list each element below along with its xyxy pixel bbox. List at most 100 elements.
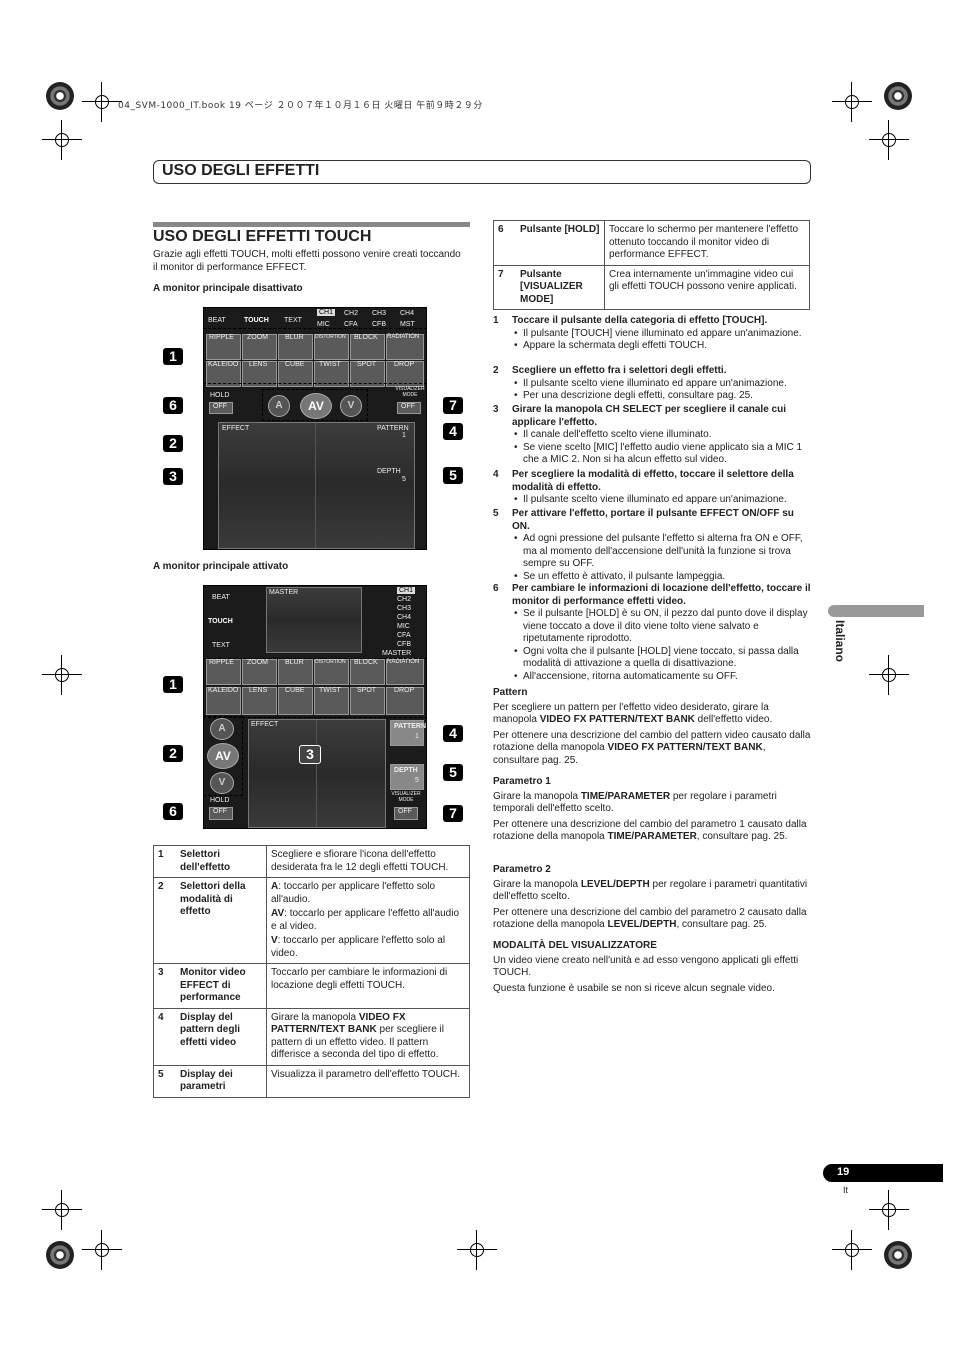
title-rule xyxy=(153,222,470,227)
channel-ch4[interactable]: CH4 xyxy=(400,310,415,317)
mode-touch[interactable]: TOUCH xyxy=(208,618,233,625)
channel-ch3[interactable]: CH3 xyxy=(372,310,387,317)
mode-text[interactable]: TEXT xyxy=(284,317,302,324)
channel-mic[interactable]: MIC xyxy=(397,623,410,630)
mode-a-button[interactable]: A xyxy=(268,395,290,417)
touch-screen-monitor-on: BEAT TOUCH TEXT MASTER CH1 CH2 CH3 CH4 M… xyxy=(203,585,427,829)
effect-lens[interactable]: LENS xyxy=(242,687,277,715)
controls-table-left: 1 Selettori dell'effetto Scegliere e sfi… xyxy=(153,845,470,1098)
crop-mark xyxy=(82,82,122,122)
effect-performance-monitor[interactable]: EFFECT xyxy=(248,719,386,828)
channel-ch1[interactable]: CH1 xyxy=(317,309,336,316)
visualizer-section: MODALITÀ DEL VISUALIZZATORE Un video vie… xyxy=(493,940,811,995)
effect-block[interactable]: BLOCK xyxy=(350,659,385,685)
mode-av-button[interactable]: AV xyxy=(207,743,239,769)
hold-label: HOLD xyxy=(210,392,230,399)
visualizer-mode-button[interactable]: OFF xyxy=(394,807,418,820)
section-title: USO DEGLI EFFETTI xyxy=(162,162,320,179)
channel-ch2[interactable]: CH2 xyxy=(397,596,412,603)
effect-twist[interactable]: TWIST xyxy=(314,687,349,715)
mode-a-button[interactable]: A xyxy=(210,718,234,740)
pattern-heading: Pattern xyxy=(493,687,528,698)
channel-mst[interactable]: MST xyxy=(400,321,415,328)
mode-v-button[interactable]: V xyxy=(210,772,234,794)
callout-5: 5 xyxy=(443,764,463,781)
crop-mark xyxy=(869,655,909,695)
channel-cfb[interactable]: CFB xyxy=(372,321,386,328)
callout-4: 4 xyxy=(443,725,463,742)
channel-cfa[interactable]: CFA xyxy=(397,632,411,639)
effect-distortion[interactable]: DISTORTION xyxy=(314,659,349,685)
crop-mark xyxy=(869,1190,909,1230)
visualizer-mode-button[interactable]: OFF xyxy=(397,402,421,414)
effect-drop[interactable]: DROP xyxy=(386,687,424,715)
effect-radiation[interactable]: RADIATION xyxy=(386,334,424,360)
effect-blur[interactable]: BLUR xyxy=(278,334,313,360)
registration-disc xyxy=(46,1241,74,1269)
effect-distortion[interactable]: DISTORTION xyxy=(314,334,349,360)
effect-zoom[interactable]: ZOOM xyxy=(242,334,277,360)
crop-mark xyxy=(42,1190,82,1230)
effect-radiation[interactable]: RADIATION xyxy=(386,659,424,685)
callout-4: 4 xyxy=(443,423,463,440)
callout-frame-mode xyxy=(203,716,243,796)
mode-beat[interactable]: BEAT xyxy=(212,594,230,601)
callout-frame-mode xyxy=(262,389,368,421)
registration-disc xyxy=(884,1241,912,1269)
page-language-code: It xyxy=(843,1185,849,1195)
table-row: 2 Selettori della modalità di effetto A:… xyxy=(153,877,470,964)
mode-av-button[interactable]: AV xyxy=(300,393,332,419)
intro-text: Grazie agli effetti TOUCH, molti effetti… xyxy=(153,249,461,273)
effect-drop[interactable]: DROP xyxy=(386,361,424,387)
crop-mark xyxy=(42,655,82,695)
channel-mic[interactable]: MIC xyxy=(317,321,330,328)
crop-mark xyxy=(457,1230,497,1270)
effect-blur[interactable]: BLUR xyxy=(278,659,313,685)
effect-label: EFFECT xyxy=(251,721,279,728)
param2-heading: Parametro 2 xyxy=(493,864,551,875)
effect-ripple[interactable]: RIPPLE xyxy=(206,659,241,685)
effect-cube[interactable]: CUBE xyxy=(278,687,313,715)
table-row: 1 Selettori dell'effetto Scegliere e sfi… xyxy=(153,845,470,878)
effect-kaleido[interactable]: KALEIDO xyxy=(206,687,241,715)
channel-ch1[interactable]: CH1 xyxy=(397,587,416,594)
channel-cfb[interactable]: CFB xyxy=(397,641,411,648)
effect-performance-monitor[interactable]: EFFECT PATTERN 1 DEPTH 5 xyxy=(218,422,415,549)
callout-frame-effects xyxy=(203,328,427,384)
print-header: 04_SVM-1000_IT.book 19 ページ ２００７年１０月１６日 火… xyxy=(118,101,483,111)
effect-kaleido[interactable]: KALEIDO xyxy=(206,361,241,387)
effect-twist[interactable]: TWIST xyxy=(314,361,349,387)
caption-monitor-off: A monitor principale disattivato xyxy=(153,283,303,294)
callout-6: 6 xyxy=(163,803,183,820)
hold-button[interactable]: OFF xyxy=(209,807,233,820)
callout-7: 7 xyxy=(443,805,463,822)
effect-zoom[interactable]: ZOOM xyxy=(242,659,277,685)
table-row: 7 Pulsante [VISUALIZER MODE] Crea intern… xyxy=(493,264,810,310)
effect-spot[interactable]: SPOT xyxy=(350,687,385,715)
effect-spot[interactable]: SPOT xyxy=(350,361,385,387)
param1-section: Parametro 1 Girare la manopola TIME/PARA… xyxy=(493,776,811,844)
channel-ch4[interactable]: CH4 xyxy=(397,614,412,621)
mode-beat[interactable]: BEAT xyxy=(208,317,226,324)
effect-cube[interactable]: CUBE xyxy=(278,361,313,387)
channel-ch3[interactable]: CH3 xyxy=(397,605,412,612)
effect-block[interactable]: BLOCK xyxy=(350,334,385,360)
monitor-divider xyxy=(316,720,317,827)
page-number: 19 xyxy=(837,1166,850,1178)
mode-text[interactable]: TEXT xyxy=(212,642,230,649)
effect-lens[interactable]: LENS xyxy=(242,361,277,387)
channel-cfa[interactable]: CFA xyxy=(344,321,358,328)
param1-heading: Parametro 1 xyxy=(493,776,551,787)
mode-v-button[interactable]: V xyxy=(340,395,362,417)
pattern-display: PATTERN 1 xyxy=(390,720,426,746)
effect-ripple[interactable]: RIPPLE xyxy=(206,334,241,360)
visualizer-label: VISUALIZER MODE xyxy=(391,791,421,803)
channel-ch2[interactable]: CH2 xyxy=(344,310,359,317)
channel-master[interactable]: MASTER xyxy=(382,650,412,657)
hold-button[interactable]: OFF xyxy=(209,402,233,414)
mode-touch[interactable]: TOUCH xyxy=(244,317,269,324)
depth-label: DEPTH xyxy=(377,468,401,475)
table-row: 6 Pulsante [HOLD] Toccare lo schermo per… xyxy=(493,220,810,266)
